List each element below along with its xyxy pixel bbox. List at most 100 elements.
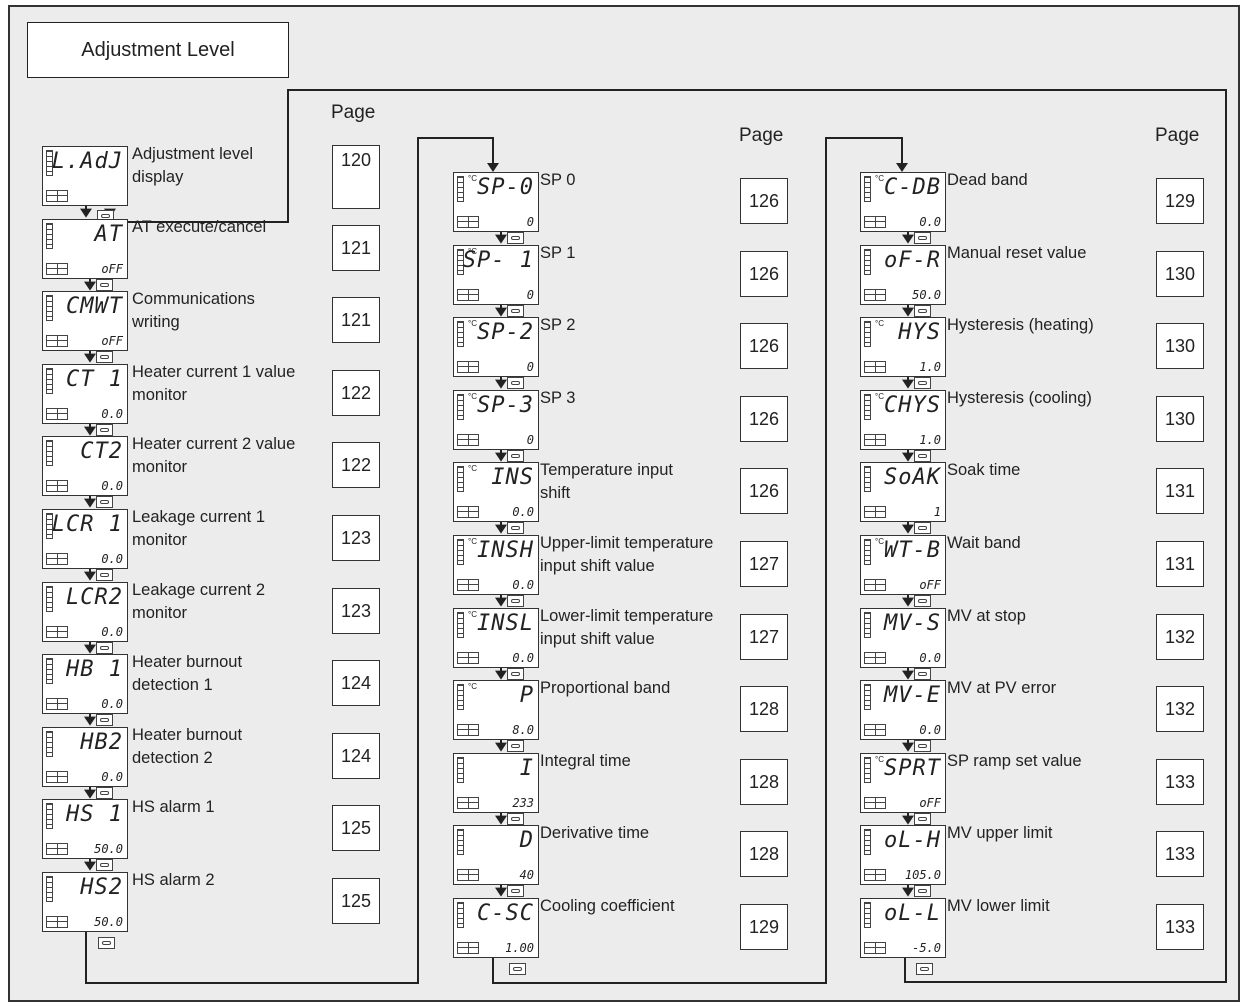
down-arrow-icon [80,208,92,218]
display-bottom-value: 50.0 [94,842,123,856]
down-arrow-icon [84,716,96,726]
indicator-bars-icon [46,731,53,757]
indicator-bars-icon [46,150,53,176]
display-top-value: CMWT [66,294,123,319]
mode-key-icon [914,232,931,244]
status-grid-icon [864,506,886,518]
status-grid-icon [864,289,886,301]
display-top-value: D [519,828,534,853]
down-arrow-icon [495,234,507,244]
down-arrow-icon [902,597,914,607]
indicator-bars-icon [46,658,53,684]
parameter-label: HS alarm 2 [132,871,215,889]
indicator-bars-icon [864,466,871,492]
page-number-box: 129 [1156,178,1204,224]
display-bottom-value: 0.0 [101,770,123,784]
indicator-bars-icon [457,321,464,347]
mode-key-icon [507,813,524,825]
indicator-bars-icon [457,757,464,783]
indicator-bars-icon [864,539,871,565]
indicator-bars-icon [457,684,464,710]
unit-indicator: °C [468,319,477,328]
page-number-box: 129 [740,904,788,950]
status-grid-icon [864,434,886,446]
display-bottom-value: 0.0 [101,697,123,711]
page-number-box: 133 [1156,759,1204,805]
display-bottom-value: 40 [519,868,534,882]
mode-key-icon [96,714,113,726]
status-grid-icon [864,869,886,881]
down-arrow-icon [902,234,914,244]
display-top-value: oL-H [884,828,941,853]
page-number-box: 127 [740,614,788,660]
parameter-label: SP 0 [540,171,576,189]
down-arrow-icon [495,815,507,825]
mode-key-icon [914,450,931,462]
indicator-bars-icon [457,829,464,855]
display-top-value: CT2 [80,439,123,464]
connector-line [492,137,903,984]
display-bottom-value: 0.0 [101,479,123,493]
parameter-label: Heater current 2 value monitor [132,435,296,476]
parameter-label: AT execute/cancel [132,218,267,236]
page-number-box: 126 [740,251,788,297]
display-bottom-value: 0.0 [512,578,534,592]
down-arrow-icon [495,742,507,752]
page-number-box: 127 [740,541,788,587]
display-top-value: P [519,683,534,708]
parameter-label: SP 3 [540,389,576,407]
mode-key-icon [914,377,931,389]
status-grid-icon [457,434,479,446]
display-bottom-value: 1.00 [505,941,534,955]
display-top-value: L.AdJ [51,149,123,174]
display-top-value: SP-2 [477,320,534,345]
down-arrow-icon [487,163,499,172]
down-arrow-icon [84,498,96,508]
mode-key-icon [507,740,524,752]
display-top-value: CHYS [884,393,941,418]
page-number-box: 130 [1156,323,1204,369]
page-number-box: 131 [1156,468,1204,514]
parameter-label: Manual reset value [947,244,1087,262]
display-panel: oL-L-5.0 [860,898,946,958]
display-bottom-value: 1.0 [919,360,941,374]
display-top-value: HB2 [80,730,123,755]
display-panel: D 40 [453,825,539,885]
display-top-value: HS2 [80,875,123,900]
down-arrow-icon [495,887,507,897]
display-bottom-value: 105.0 [904,868,941,882]
display-top-value: INSH [477,538,534,563]
display-panel: CT2 0.0 [42,436,128,496]
display-top-value: SP-3 [477,393,534,418]
indicator-bars-icon [46,368,53,394]
display-panel: HB2 0.0 [42,727,128,787]
display-bottom-value: 0.0 [919,651,941,665]
down-arrow-icon [902,815,914,825]
mode-key-icon [96,859,113,871]
unit-indicator: °C [468,610,477,619]
indicator-bars-icon [457,612,464,638]
display-top-value: oF-R [884,248,941,273]
display-bottom-value: oFF [919,578,941,592]
down-arrow-icon [84,426,96,436]
display-top-value: WT-B [884,538,941,563]
unit-indicator: °C [468,174,477,183]
mode-key-icon [916,963,933,975]
parameter-label: SP ramp set value [947,752,1082,770]
status-grid-icon [457,869,479,881]
status-grid-icon [457,724,479,736]
down-arrow-icon [902,887,914,897]
indicator-bars-icon [457,466,464,492]
parameter-label: Cooling coefficient [540,897,675,915]
indicator-bars-icon [864,321,871,347]
indicator-bars-icon [457,539,464,565]
down-arrow-icon [84,861,96,871]
display-top-value: LCR 1 [51,512,123,537]
page-number-box: 128 [740,759,788,805]
down-arrow-icon [84,644,96,654]
parameter-label: Hysteresis (heating) [947,316,1094,334]
page-column-header: Page [1155,125,1200,146]
display-top-value: HS 1 [66,802,123,827]
